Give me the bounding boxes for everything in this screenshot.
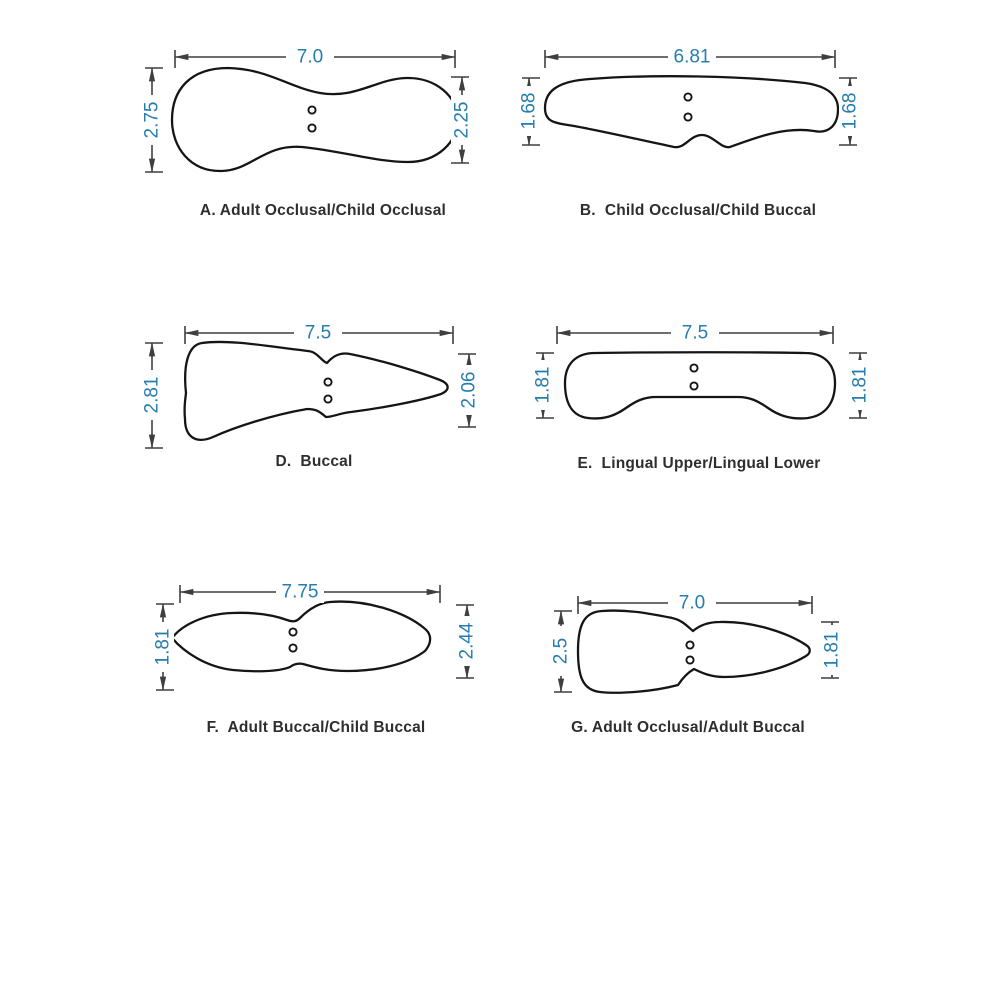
right-height-dimension-label: 2.44 [457, 622, 478, 659]
figure-f-drawing: 7.75 1.81 2.44 [152, 581, 478, 691]
right-height-dimension-label: 1.68 [840, 93, 861, 130]
pin-hole [288, 627, 298, 637]
width-dimension: 7.0 [174, 46, 456, 68]
left-height-dimension-label: 2.75 [142, 102, 163, 139]
pin-hole [689, 363, 699, 373]
right-height-dimension: 1.81 [849, 352, 871, 419]
shape-b-outline [543, 75, 840, 149]
left-height-dimension: 2.75 [141, 67, 163, 173]
left-height-dimension-label: 1.68 [519, 93, 540, 130]
width-dimension-label: 7.75 [282, 582, 319, 603]
width-dimension-label: 6.81 [674, 47, 711, 68]
width-dimension: 7.0 [577, 592, 813, 614]
left-height-dimension-label: 1.81 [153, 629, 174, 666]
left-height-dimension: 1.68 [518, 77, 540, 146]
pin-hole [685, 640, 695, 650]
pin-hole [685, 655, 695, 665]
shape-d-outline [183, 340, 449, 441]
right-height-dimension: 1.81 [821, 621, 843, 679]
figure-b-drawing: 6.81 1.68 1.68 [518, 46, 861, 149]
width-dimension-label: 7.5 [305, 323, 331, 344]
figure-a-drawing: 7.0 2.75 2.25 [141, 46, 473, 173]
shape-a-outline [170, 66, 460, 173]
figure-g-drawing: 7.0 2.5 1.81 [550, 592, 843, 694]
figure-d-caption: D. Buccal [275, 453, 353, 470]
left-height-dimension: 1.81 [532, 352, 554, 419]
shape-e-outline [563, 351, 837, 420]
figure-g-caption: G. Adult Occlusal/Adult Buccal [571, 719, 805, 736]
figure-e-drawing: 7.5 1.81 1.81 [532, 322, 871, 420]
left-height-dimension: 2.81 [141, 342, 163, 449]
figure-d-drawing: 7.5 2.81 2.06 [141, 322, 480, 449]
pin-hole [288, 643, 298, 653]
pin-hole [323, 377, 333, 387]
left-height-dimension: 2.5 [550, 610, 572, 693]
width-dimension: 7.5 [556, 322, 834, 344]
right-height-dimension: 2.44 [456, 604, 478, 679]
right-height-dimension-label: 1.81 [822, 632, 843, 669]
shape-g-outline [576, 609, 811, 694]
pin-hole [683, 92, 693, 102]
width-dimension-label: 7.0 [679, 593, 705, 614]
right-height-dimension-label: 1.81 [850, 367, 871, 404]
right-height-dimension-label: 2.25 [452, 102, 473, 139]
right-height-dimension: 2.25 [451, 76, 473, 164]
pin-hole [307, 123, 317, 133]
left-height-dimension-label: 2.5 [551, 638, 572, 664]
left-height-dimension-label: 1.81 [533, 367, 554, 404]
width-dimension: 6.81 [544, 46, 836, 68]
right-height-dimension-label: 2.06 [459, 372, 480, 409]
width-dimension: 7.75 [179, 581, 441, 603]
figure-f-caption: F. Adult Buccal/Child Buccal [206, 719, 426, 736]
figure-a-caption: A. Adult Occlusal/Child Occlusal [199, 202, 447, 219]
pin-hole [689, 381, 699, 391]
figure-b-caption: B. Child Occlusal/Child Buccal [579, 202, 817, 219]
width-dimension-label: 7.0 [297, 47, 323, 68]
right-height-dimension: 2.06 [458, 353, 480, 428]
right-height-dimension: 1.68 [839, 77, 861, 146]
figure-e-caption: E. Lingual Upper/Lingual Lower [577, 455, 821, 472]
pin-hole [307, 105, 317, 115]
left-height-dimension: 1.81 [152, 603, 174, 691]
pin-hole [683, 112, 693, 122]
left-height-dimension-label: 2.81 [142, 377, 163, 414]
width-dimension-label: 7.5 [682, 323, 708, 344]
pin-hole [323, 394, 333, 404]
shape-f-outline [170, 600, 432, 673]
width-dimension: 7.5 [184, 322, 454, 344]
